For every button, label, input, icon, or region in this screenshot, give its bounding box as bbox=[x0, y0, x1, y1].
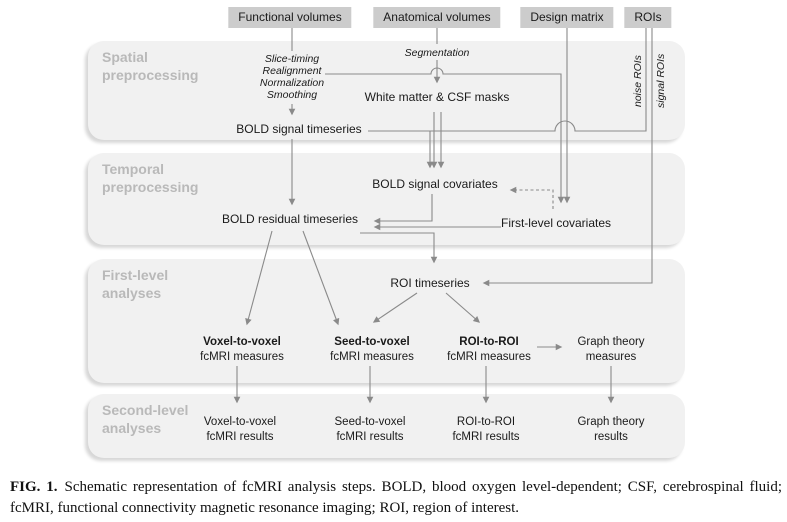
node-title: ROI-to-ROI bbox=[459, 336, 519, 348]
node-subtitle: fcMRI measures bbox=[447, 350, 531, 363]
input-box-rois: ROIs bbox=[624, 7, 672, 28]
caption-text: Schematic representation of fcMRI analys… bbox=[10, 479, 782, 516]
band-second-level-analyses: Second-level analyses bbox=[88, 394, 685, 458]
band-title: Spatial preprocessing bbox=[102, 49, 199, 83]
node-subtitle: fcMRI measures bbox=[330, 350, 414, 363]
node-roi-to-roi-measures: ROI-to-ROI fcMRI measures bbox=[447, 335, 531, 364]
node-segmentation: Segmentation bbox=[404, 47, 470, 59]
node-bold-signal-covariates: BOLD signal covariates bbox=[372, 177, 498, 191]
node-seed-to-voxel-results: Seed-to-voxel fcMRI results bbox=[335, 415, 406, 444]
node-title: Voxel-to-voxel bbox=[203, 336, 281, 348]
node-preprocessing-steps: Slice-timing Realignment Normalization S… bbox=[259, 53, 325, 101]
label-noise-rois: noise ROIs bbox=[632, 55, 644, 107]
band-title: First-level analyses bbox=[102, 267, 169, 301]
band-title: Second-level analyses bbox=[102, 402, 189, 436]
node-graph-theory-measures: Graph theory measures bbox=[577, 335, 644, 364]
node-subtitle: fcMRI measures bbox=[200, 350, 284, 363]
node-subtitle: measures bbox=[585, 350, 637, 363]
node-title: Voxel-to-voxel bbox=[203, 416, 277, 428]
node-roi-timeseries: ROI timeseries bbox=[390, 276, 470, 290]
node-seed-to-voxel-measures: Seed-to-voxel fcMRI measures bbox=[330, 335, 414, 364]
node-title: Seed-to-voxel bbox=[334, 336, 410, 348]
node-subtitle: fcMRI results bbox=[206, 430, 274, 443]
node-title: ROI-to-ROI bbox=[456, 416, 516, 428]
node-title: Seed-to-voxel bbox=[334, 416, 406, 428]
node-bold-residual-timeseries: BOLD residual timeseries bbox=[221, 212, 359, 226]
node-roi-to-roi-results: ROI-to-ROI fcMRI results bbox=[452, 415, 519, 444]
label-signal-rois: signal ROIs bbox=[655, 53, 667, 108]
input-box-functional-volumes: Functional volumes bbox=[228, 7, 352, 28]
band-title: Temporal preprocessing bbox=[102, 161, 199, 195]
figure-caption: FIG. 1.Schematic representation of fcMRI… bbox=[10, 477, 782, 518]
node-wm-csf-masks: White matter & CSF masks bbox=[364, 90, 510, 104]
node-first-level-covariates: First-level covariates bbox=[500, 216, 612, 230]
input-box-anatomical-volumes: Anatomical volumes bbox=[373, 7, 501, 28]
band-temporal-preprocessing: Temporal preprocessing bbox=[88, 153, 685, 245]
node-voxel-to-voxel-results: Voxel-to-voxel fcMRI results bbox=[204, 415, 276, 444]
node-subtitle: results bbox=[594, 430, 628, 443]
input-box-design-matrix: Design matrix bbox=[520, 7, 614, 28]
node-voxel-to-voxel-measures: Voxel-to-voxel fcMRI measures bbox=[200, 335, 284, 364]
node-title: Graph theory bbox=[577, 336, 645, 348]
node-bold-signal-timeseries: BOLD signal timeseries bbox=[236, 122, 362, 136]
node-title: Graph theory bbox=[577, 416, 645, 428]
node-subtitle: fcMRI results bbox=[336, 430, 404, 443]
node-subtitle: fcMRI results bbox=[452, 430, 520, 443]
caption-label: FIG. 1. bbox=[10, 479, 58, 495]
band-first-level-analyses: First-level analyses bbox=[88, 259, 685, 383]
node-graph-theory-results: Graph theory results bbox=[577, 415, 644, 444]
